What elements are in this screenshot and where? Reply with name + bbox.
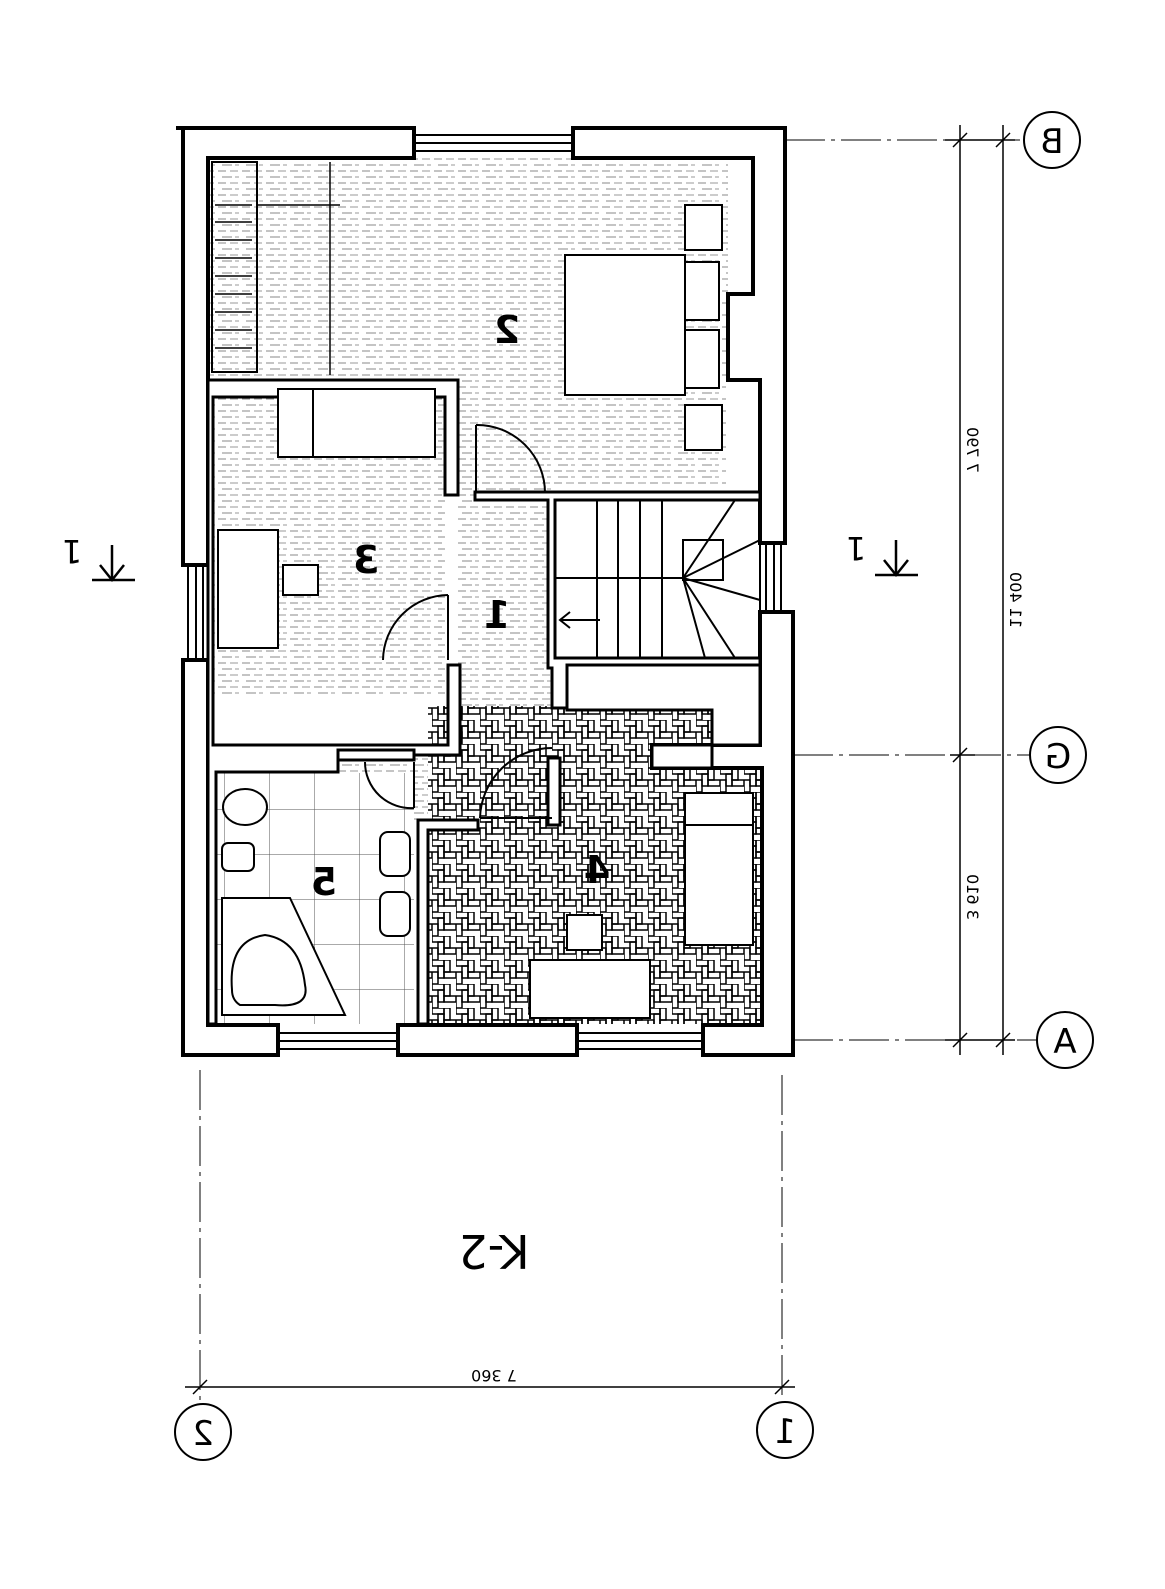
axis-label-g: G [1045,737,1071,777]
section-mark-right [875,540,918,578]
room-number-3: 3 [353,538,379,582]
dimension-upper-height: 7 790 [963,427,982,473]
dimension-overall-height: 11 400 [1006,572,1025,628]
axis-label-2: 2 [192,1414,214,1454]
section-label-left: 1 [62,532,82,570]
staircase [554,499,761,659]
room-number-2: 2 [494,308,520,352]
furniture [211,161,754,1019]
axis-label-b: B [1040,122,1063,162]
axis-label-a: A [1053,1022,1076,1062]
dimension-lower-height: 3 610 [963,874,982,920]
room-2-floor-lower [458,380,726,488]
room-number-5: 5 [311,860,337,904]
dimension-width: 7 360 [471,1366,517,1385]
windows [187,134,782,1050]
section-mark-left [92,545,135,583]
section-label-bottom: K-2 [458,1224,529,1278]
section-label-right: 1 [846,529,866,567]
room-number-1: 1 [484,593,510,637]
axis-label-1: 1 [774,1412,796,1452]
doors [363,423,553,819]
axis-bubbles [174,111,1094,1461]
room-number-4: 4 [584,848,610,892]
dimension-lines [185,125,1015,1395]
